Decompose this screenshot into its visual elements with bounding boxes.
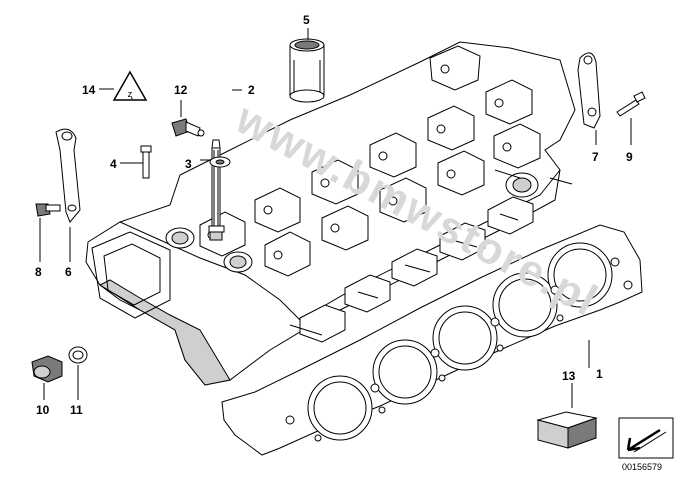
warning-triangle-icon: ʐ bbox=[112, 70, 148, 101]
callout-labels: 1 2 3 4 5 6 7 8 9 10 11 12 13 14 bbox=[35, 13, 633, 417]
screw-plug bbox=[31, 355, 63, 383]
bolt-left bbox=[35, 203, 61, 217]
callout-10: 10 bbox=[36, 403, 50, 417]
gasket-set-box bbox=[536, 411, 598, 449]
callout-6: 6 bbox=[65, 265, 72, 279]
callout-9: 9 bbox=[626, 150, 633, 164]
lifting-eye-left bbox=[55, 128, 81, 223]
callout-3: 3 bbox=[185, 157, 192, 171]
port-row bbox=[299, 172, 539, 343]
callout-12: 12 bbox=[174, 83, 188, 97]
callout-7: 7 bbox=[592, 150, 599, 164]
direction-arrow-box bbox=[618, 417, 674, 459]
callout-1: 1 bbox=[596, 367, 603, 381]
cam-bearing-row bbox=[165, 45, 541, 277]
callout-11: 11 bbox=[70, 403, 83, 417]
temperature-sensor bbox=[171, 118, 205, 137]
arrow-icon bbox=[626, 428, 661, 452]
leader-lines bbox=[39, 28, 632, 408]
cylinder-head bbox=[85, 41, 576, 386]
stud-row bbox=[289, 169, 573, 336]
callout-2: 2 bbox=[248, 83, 255, 97]
lifting-eye-right bbox=[577, 52, 601, 129]
callout-5: 5 bbox=[303, 13, 310, 27]
reference-code: 00156579 bbox=[622, 462, 662, 472]
warning-symbol-text: ʐ bbox=[128, 89, 133, 99]
callout-14: 14 bbox=[82, 83, 96, 97]
bolt-right bbox=[616, 91, 646, 117]
sealing-ring bbox=[68, 346, 88, 364]
small-screw bbox=[140, 145, 152, 179]
callout-13: 13 bbox=[562, 369, 576, 383]
callout-4: 4 bbox=[110, 157, 117, 171]
washer bbox=[209, 156, 231, 168]
head-gasket bbox=[221, 224, 643, 456]
oil-filler-neck bbox=[289, 38, 325, 103]
callout-8: 8 bbox=[35, 265, 42, 279]
